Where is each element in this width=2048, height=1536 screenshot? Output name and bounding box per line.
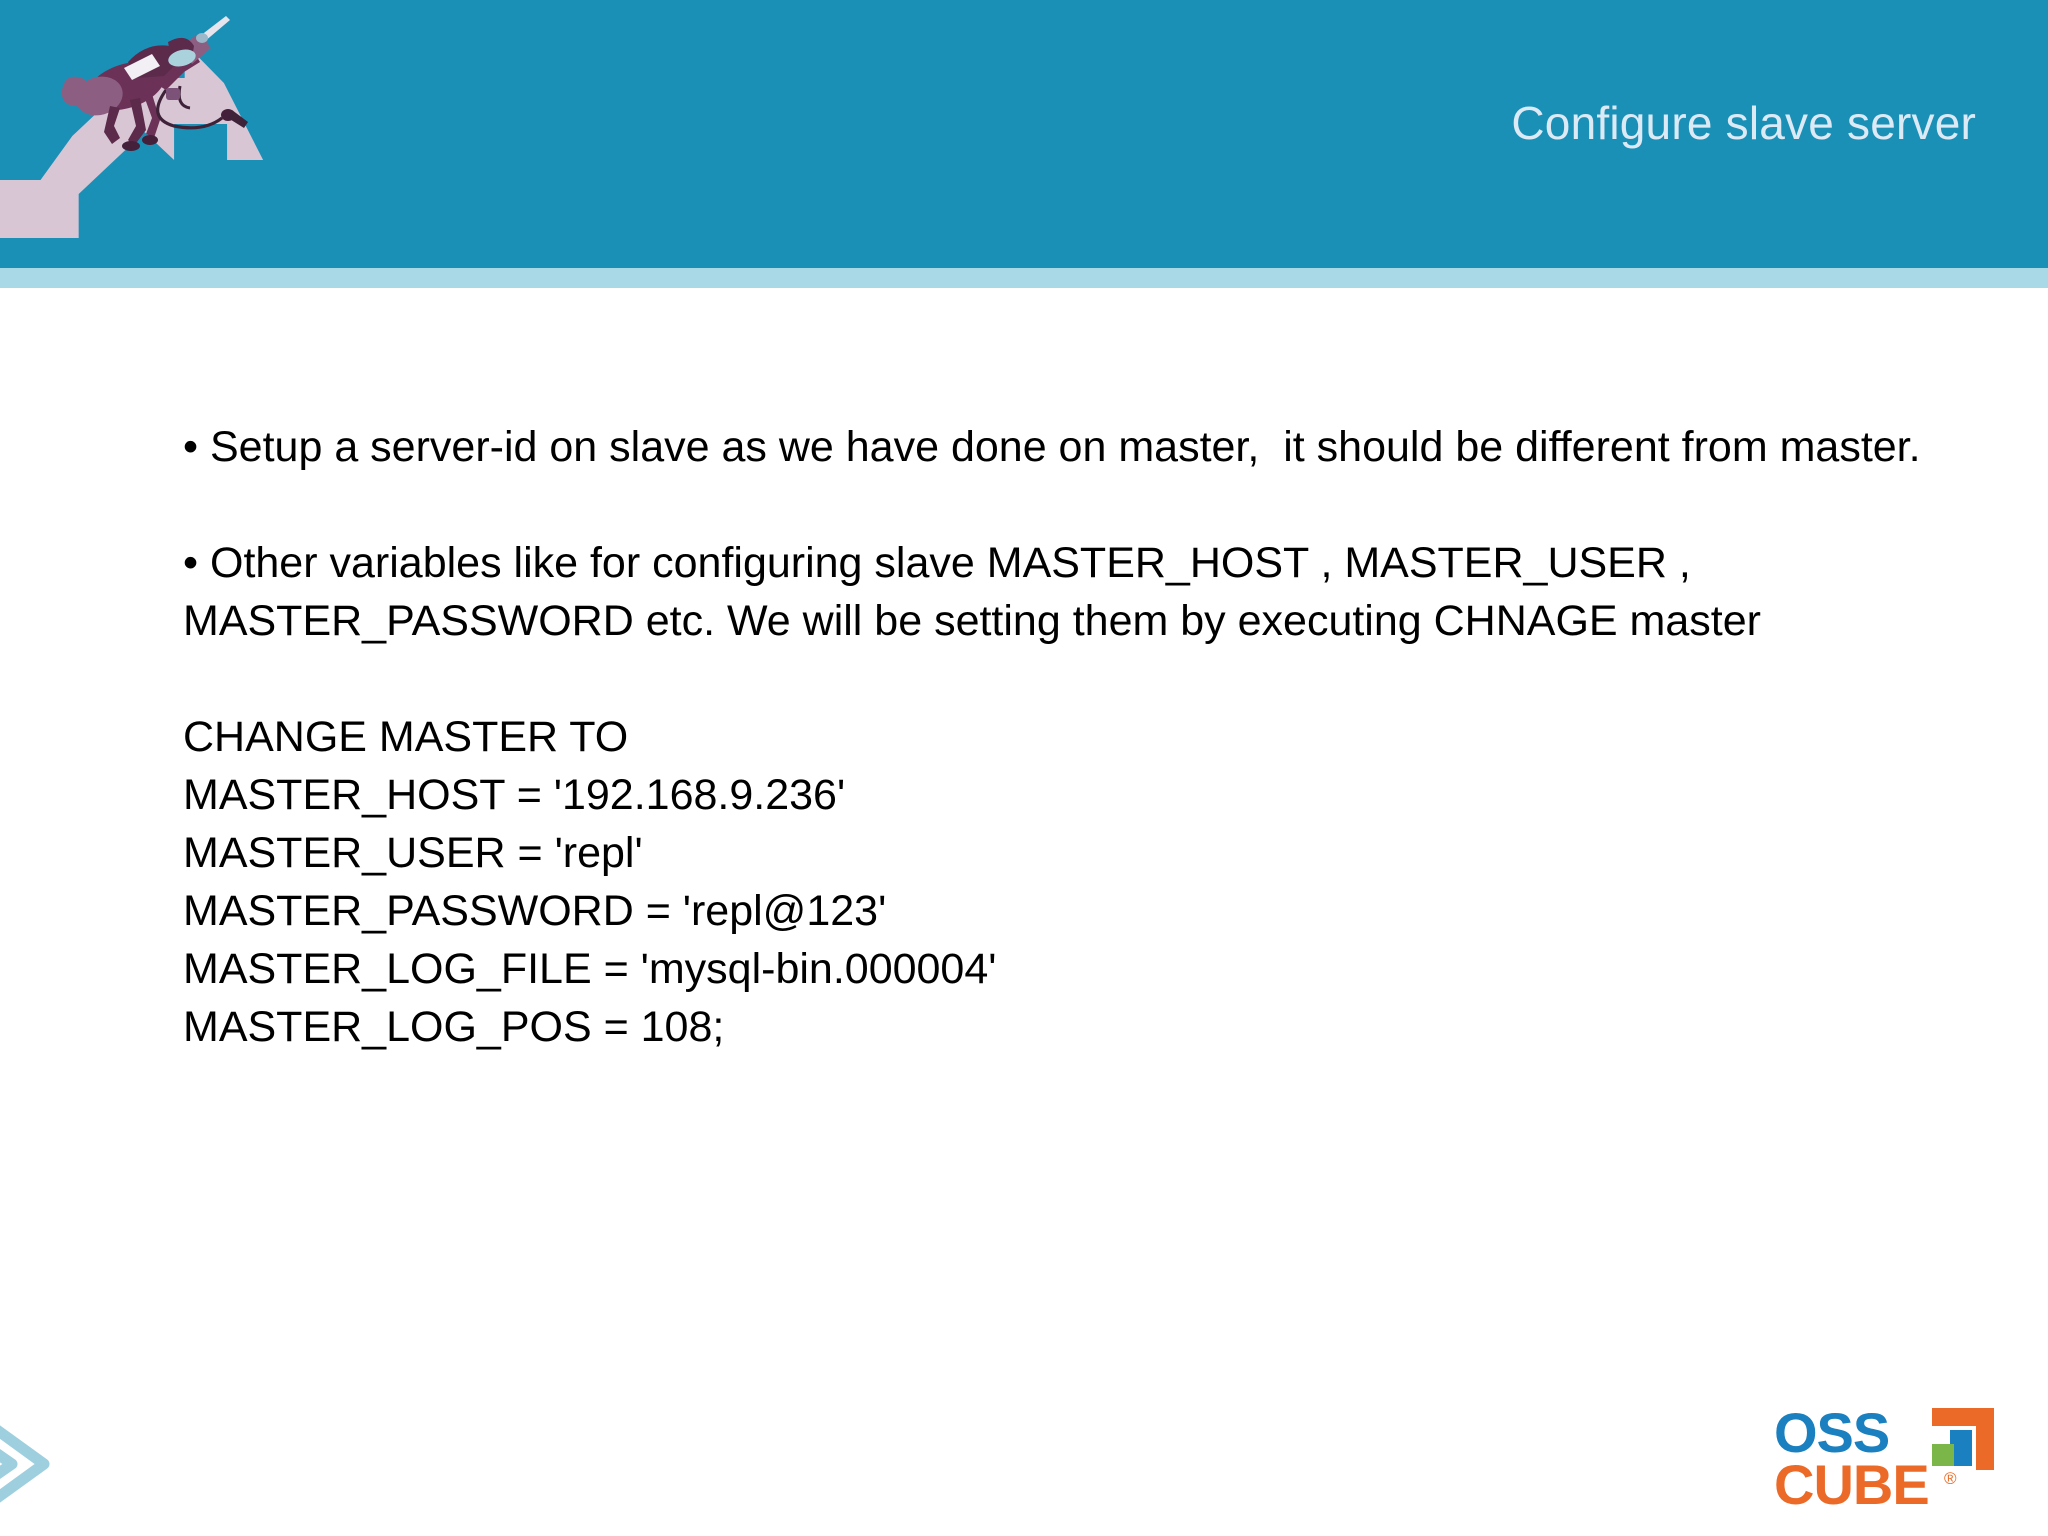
cube-outer-shape xyxy=(1932,1408,1994,1470)
logo-text-cube: CUBE xyxy=(1774,1453,1929,1514)
sql-code-line: CHANGE MASTER TO xyxy=(183,713,629,761)
bullet-item: • Other variables like for configuring s… xyxy=(183,539,1761,645)
slide-content: • Setup a server-id on slave as we have … xyxy=(183,418,1943,1056)
bullet-item: • Setup a server-id on slave as we have … xyxy=(183,423,1921,471)
cube-inner-shape xyxy=(1950,1430,1972,1466)
paragraph-spacer xyxy=(183,650,1943,708)
sql-code-line: MASTER_HOST = '192.168.9.236' xyxy=(183,771,846,819)
chevron-right-icon xyxy=(0,1425,50,1503)
logo-text-oss: OSS xyxy=(1774,1404,1889,1464)
header-accent-strip xyxy=(0,268,2048,288)
sql-code-line: MASTER_PASSWORD = 'repl@123' xyxy=(183,887,887,935)
sql-code-line: MASTER_LOG_POS = 108; xyxy=(183,1003,725,1051)
cube-green-square xyxy=(1932,1444,1954,1466)
osscube-logo: OSS CUBE ® xyxy=(1774,1404,1994,1514)
paragraph-spacer xyxy=(183,476,1943,534)
page-title: Configure slave server xyxy=(1511,97,1976,149)
jockey-riding-rising-arrow-icon xyxy=(0,16,264,238)
registered-mark: ® xyxy=(1944,1469,1957,1488)
sql-code-line: MASTER_USER = 'repl' xyxy=(183,829,643,877)
slide-header: Configure slave server xyxy=(0,0,2048,268)
sql-code-line: MASTER_LOG_FILE = 'mysql-bin.000004' xyxy=(183,945,997,993)
